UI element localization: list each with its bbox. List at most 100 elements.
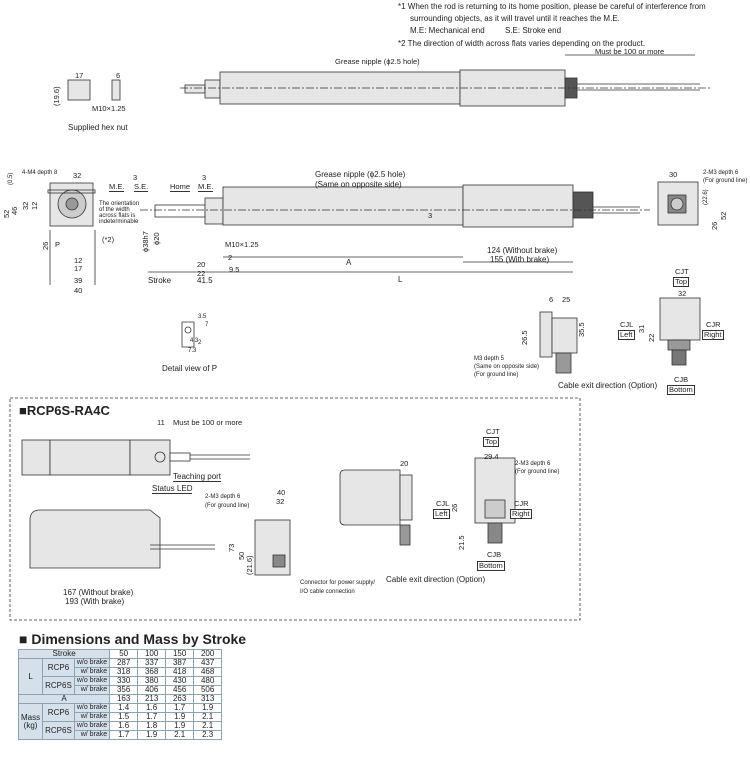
dim: 3: [428, 211, 433, 220]
cjr-label: CJR: [706, 320, 721, 329]
dim: (Same on opposite side): [474, 364, 540, 370]
cjl-label: CJL: [620, 320, 634, 329]
dim: 124 (Without brake): [487, 246, 558, 255]
cable-exit-top-view: [659, 297, 701, 366]
detail-p: [181, 321, 195, 348]
cable-exit-caption: Cable exit direction (Option): [558, 381, 658, 390]
dim: 2: [198, 340, 202, 346]
grease-label: Grease nipple (ϕ2.5 hole): [315, 170, 406, 179]
top-label: Top: [673, 277, 690, 287]
dim: M10×1.25: [92, 104, 126, 113]
brake-cell: w/o brake: [73, 658, 111, 668]
dim: M.E.: [198, 182, 214, 192]
model-cell: RCP6: [42, 703, 75, 722]
grease-nipple-label: Grease nipple (ϕ2.5 hole): [335, 57, 420, 66]
bottom-label: Bottom: [477, 561, 505, 571]
row-group: A: [17, 694, 111, 704]
dim: 22: [647, 333, 656, 342]
bottom-label: Bottom: [667, 385, 695, 395]
model-cell: RCP6S: [42, 721, 75, 740]
cjr-label: CJR: [514, 499, 529, 508]
dim: 31: [637, 324, 646, 333]
status-led-label: Status LED: [152, 484, 193, 494]
orient-note: across flats is: [99, 213, 136, 219]
dim: 40: [74, 286, 83, 295]
brake-cell: w/o brake: [73, 721, 111, 731]
dim: Stroke: [148, 276, 172, 285]
dim: 32: [73, 171, 82, 180]
note-me: M.E: Mechanical end: [410, 26, 485, 35]
ra4c-end-view: [254, 519, 291, 576]
dim: (19.6): [52, 86, 61, 106]
dim: 17: [74, 264, 83, 273]
dim: 3: [133, 173, 138, 182]
detail-caption: Detail view of P: [162, 364, 218, 373]
dim: 3.5: [198, 314, 207, 320]
dim: M.E.: [109, 182, 125, 192]
mass-label: Mass: [21, 712, 41, 722]
dim: (For ground line): [703, 178, 748, 184]
dim: 32: [276, 497, 285, 506]
header-cell: Stroke: [17, 649, 111, 659]
note-1: *1 When the rod is returning to its home…: [398, 2, 706, 11]
dim: ϕ20: [152, 232, 161, 245]
cable-length-label: Must be 100 or more: [595, 47, 665, 56]
ra4c-frame: [9, 397, 581, 621]
dim: 193 (With brake): [65, 597, 125, 606]
dim: 30: [669, 170, 678, 179]
right-label: Right: [702, 330, 724, 340]
dim: 4.3: [190, 338, 199, 344]
row-group: L: [17, 658, 44, 695]
dim: M3 depth 5: [474, 356, 505, 362]
ra4c-side-view: [29, 509, 215, 569]
dim: (For ground line): [474, 372, 519, 378]
note-2: *2 The direction of width across flats v…: [398, 39, 646, 48]
dim: 9.5: [229, 265, 240, 274]
dim: 7.3: [188, 348, 197, 354]
brake-cell: w/ brake: [73, 685, 111, 695]
dim: (22.6): [703, 189, 709, 205]
dim: 2-M3 depth 6: [703, 170, 739, 176]
orient-note: The orientation: [99, 201, 140, 207]
dim: 7: [205, 322, 209, 328]
front-view: [47, 182, 96, 285]
dim: 32: [678, 289, 687, 298]
cjb-label: CJB: [487, 550, 502, 559]
table-title: ■ Dimensions and Mass by Stroke: [19, 631, 247, 647]
dim: 41.5: [197, 276, 213, 285]
dim: 26.5: [520, 330, 529, 345]
dim: 4-M4 depth 8: [22, 170, 58, 176]
dim: 20: [400, 459, 409, 468]
dim: 12: [30, 201, 39, 210]
brake-cell: w/ brake: [73, 730, 111, 740]
dim: (For ground line): [205, 503, 250, 509]
cell: 1.7: [109, 730, 139, 740]
dim: (For ground line): [515, 469, 560, 475]
cell: 1.9: [137, 730, 167, 740]
dim: 29.4: [484, 452, 499, 461]
connector-label: I/O cable connection: [300, 589, 355, 595]
dim: 155 (With brake): [490, 255, 550, 264]
connector-label: Connector for power supply/: [300, 580, 376, 586]
hex-nut: [67, 79, 121, 101]
top-view-actuator: [180, 54, 710, 107]
brake-cell: w/ brake: [73, 667, 111, 677]
dim: 25: [562, 295, 571, 304]
hex-nut-caption: Supplied hex nut: [68, 123, 128, 132]
dim: 22: [197, 269, 206, 278]
note-1-cont: surrounding objects, as it will travel u…: [410, 14, 620, 23]
dim: 11: [157, 418, 165, 427]
top-label: Top: [483, 437, 500, 447]
model-cell: RCP6: [42, 658, 75, 677]
orient-note: of the width: [99, 207, 130, 213]
dim: 2-M3 depth 6: [515, 461, 551, 467]
dim: 20: [197, 260, 206, 269]
side-view-actuator: [140, 184, 650, 273]
dim: (*2): [102, 235, 115, 244]
dim: 35.5: [577, 322, 586, 337]
